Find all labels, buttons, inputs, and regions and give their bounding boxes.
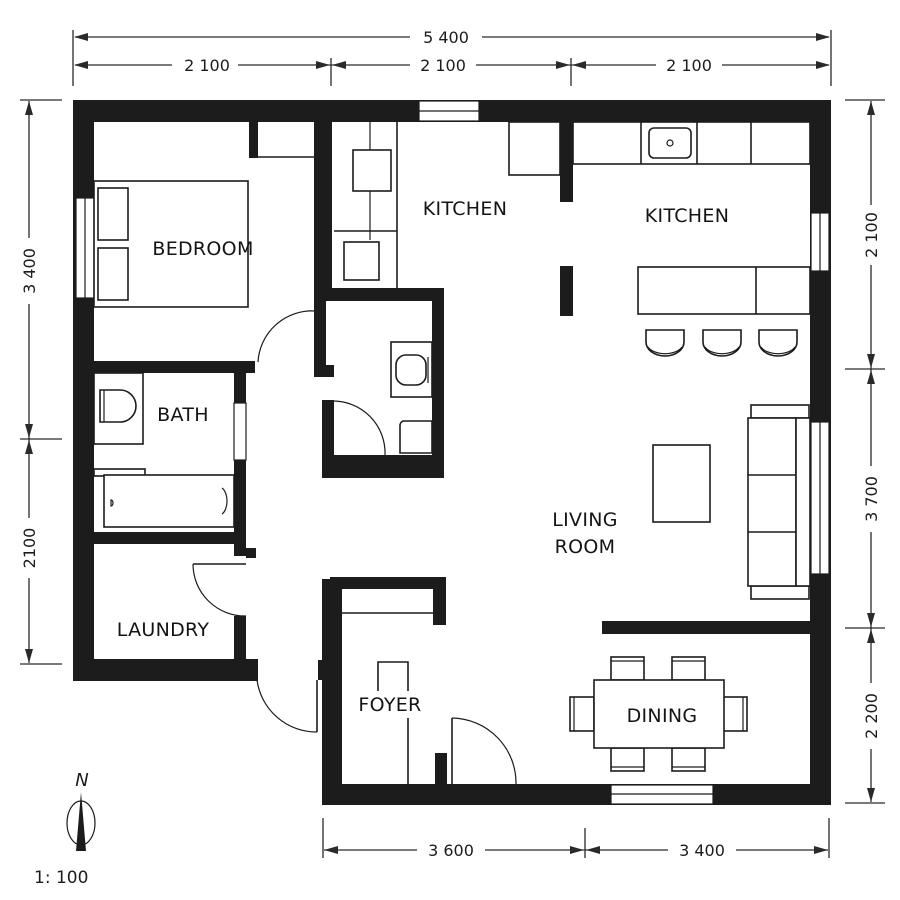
dim-bottom-seg-1: 3 600: [428, 841, 474, 860]
door-wc: [331, 400, 386, 456]
bar-stools: [645, 329, 798, 357]
interior-walls: [94, 122, 812, 788]
sofa-arm: [750, 404, 810, 419]
dimension-right: 2 100 3 700 2 200: [845, 99, 885, 804]
furniture-kitchen-west: [334, 121, 561, 288]
dim-top-seg-3: 2 100: [666, 56, 712, 75]
cooktop: [352, 149, 392, 192]
dim-bottom-seg-2: 3 400: [679, 841, 725, 860]
furniture-bedroom: [93, 180, 249, 308]
label-bedroom: BEDROOM: [152, 238, 253, 260]
toilet: [395, 354, 427, 386]
sink-drain: [666, 139, 674, 147]
kitchen-island: [637, 266, 811, 315]
furniture-foyer: [342, 612, 433, 784]
furniture-wc: [390, 341, 433, 454]
toilet: [99, 389, 137, 423]
dim-right-seg-2: 3 700: [862, 476, 881, 522]
dimension-bottom: 3 600 3 400: [322, 818, 830, 861]
bathtub: [103, 474, 235, 528]
label-bath: BATH: [157, 404, 209, 426]
sink-vanity: [399, 420, 433, 454]
pillow: [97, 247, 129, 301]
window-bath-east: [233, 402, 247, 461]
dimension-top-segments: 2 100 2 100 2 100: [74, 54, 830, 86]
dimension-left: 3 400 2100: [18, 99, 62, 665]
door-entry: [451, 717, 517, 785]
dim-right-seg-3: 2 200: [862, 693, 881, 739]
dimension-top-total: 5 400: [72, 26, 832, 86]
label-kitchen-east: KITCHEN: [645, 205, 729, 227]
dim-right-seg-1: 2 100: [862, 212, 881, 258]
furniture-living: [652, 404, 811, 600]
door-hall: [256, 679, 318, 733]
scale-label: 1: 100: [34, 868, 88, 888]
label-foyer: FOYER: [358, 694, 421, 716]
dining-table: [593, 679, 725, 749]
dim-top-seg-2: 2 100: [420, 56, 466, 75]
sink: [648, 127, 692, 159]
label-dining: DINING: [627, 705, 698, 727]
doors: [192, 310, 517, 785]
room-labels: BEDROOM BATH LAUNDRY KITCHEN KITCHEN LIV…: [117, 198, 729, 727]
dim-left-seg-1: 3 400: [20, 248, 39, 294]
furniture-dining: [569, 656, 748, 772]
sofa-back: [795, 417, 811, 587]
north-pointer-icon: [76, 792, 86, 851]
label-living-1: LIVING: [552, 509, 618, 531]
appliance: [343, 241, 380, 281]
furniture-kitchen-east: [572, 121, 811, 357]
window-kitchen-north: [418, 100, 480, 122]
dim-top-seg-1: 2 100: [184, 56, 230, 75]
door-laundry: [192, 563, 247, 617]
north-label: N: [75, 770, 88, 791]
window-bedroom-west: [75, 197, 95, 299]
door-bedroom: [257, 310, 316, 365]
label-laundry: LAUNDRY: [117, 619, 210, 641]
dim-left-seg-2: 2100: [20, 528, 39, 569]
dining-chairs: [569, 656, 748, 772]
label-living-2: ROOM: [555, 536, 616, 558]
window-dining-south: [610, 784, 714, 805]
window-living-east: [810, 421, 830, 575]
sofa-arm: [750, 585, 810, 600]
coffee-table: [652, 444, 711, 523]
north-arrow: N: [66, 770, 96, 851]
window-kitchen-east: [810, 212, 830, 272]
windows: [75, 100, 830, 805]
sofa-seat: [747, 417, 797, 587]
label-kitchen-west: KITCHEN: [423, 198, 507, 220]
fridge: [508, 121, 561, 176]
dim-top-total: 5 400: [423, 28, 469, 47]
pillow: [97, 187, 129, 241]
furniture-bath: [93, 372, 235, 528]
